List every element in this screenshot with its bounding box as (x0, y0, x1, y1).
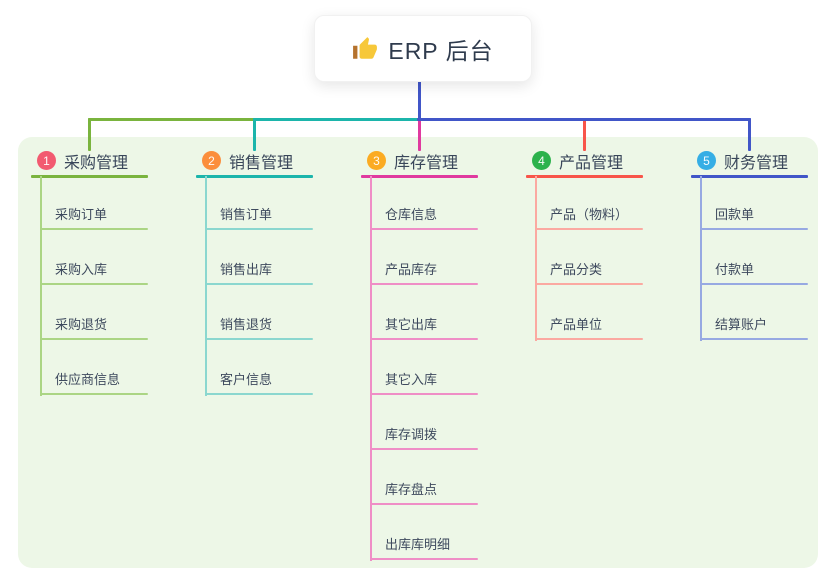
child-node[interactable]: 付款单 (700, 260, 808, 285)
branch-spine (205, 176, 207, 396)
child-node[interactable]: 产品单位 (535, 315, 643, 340)
child-node[interactable]: 销售出库 (205, 260, 313, 285)
branch-label: 产品管理 (559, 154, 624, 172)
child-underline (535, 338, 643, 340)
child-underline (370, 448, 478, 450)
child-underline (370, 338, 478, 340)
child-underline (40, 228, 148, 230)
child-node[interactable]: 采购退货 (40, 315, 148, 340)
child-underline (535, 283, 643, 285)
branch-product: 4 产品管理 产品（物料） 产品分类 产品单位 (526, 148, 643, 341)
child-node[interactable]: 采购订单 (40, 205, 148, 230)
connector-inventory-drop (418, 118, 421, 151)
child-underline (700, 228, 808, 230)
child-node[interactable]: 产品分类 (535, 260, 643, 285)
child-underline (370, 558, 478, 560)
child-underline (40, 393, 148, 395)
branch-label: 库存管理 (394, 154, 459, 172)
branch-finance: 5 财务管理 回款单 付款单 结算账户 (691, 148, 808, 341)
connector-product-drop (583, 118, 586, 151)
child-underline (205, 228, 313, 230)
branch-underline (526, 175, 643, 178)
connector-sales-drop (253, 118, 256, 151)
child-underline (205, 338, 313, 340)
branch-number-badge: 3 (367, 151, 386, 170)
root-node-label: ERP 后台 (388, 37, 494, 64)
branch-inventory-header[interactable]: 3 库存管理 (361, 148, 478, 173)
child-node[interactable]: 采购入库 (40, 260, 148, 285)
child-node[interactable]: 回款单 (700, 205, 808, 230)
child-underline (40, 338, 148, 340)
child-underline (535, 228, 643, 230)
child-node[interactable]: 其它入库 (370, 370, 478, 395)
child-underline (205, 393, 313, 395)
connector-purchase-drop (88, 118, 91, 151)
branch-sales-header[interactable]: 2 销售管理 (196, 148, 313, 173)
child-node[interactable]: 销售订单 (205, 205, 313, 230)
child-node[interactable]: 仓库信息 (370, 205, 478, 230)
branch-product-header[interactable]: 4 产品管理 (526, 148, 643, 173)
branch-number-badge: 1 (37, 151, 56, 170)
child-node[interactable]: 库存盘点 (370, 480, 478, 505)
child-underline (370, 283, 478, 285)
branch-spine (535, 176, 537, 341)
child-node[interactable]: 出库库明细 (370, 535, 478, 560)
child-node[interactable]: 产品库存 (370, 260, 478, 285)
branches-panel (18, 137, 818, 568)
child-underline (700, 338, 808, 340)
branch-underline (691, 175, 808, 178)
branch-underline (31, 175, 148, 178)
child-underline (370, 228, 478, 230)
child-underline (370, 503, 478, 505)
child-node[interactable]: 销售退货 (205, 315, 313, 340)
connector-sales-bus (253, 118, 420, 121)
branch-sales: 2 销售管理 销售订单 销售出库 销售退货 客户信息 (196, 148, 313, 396)
branch-inventory: 3 库存管理 仓库信息 产品库存 其它出库 其它入库 库存调拨 库存盘点 出库库… (361, 148, 478, 561)
branch-number-badge: 2 (202, 151, 221, 170)
connector-finance-bus (417, 118, 751, 121)
branch-finance-header[interactable]: 5 财务管理 (691, 148, 808, 173)
branch-purchase-header[interactable]: 1 采购管理 (31, 148, 148, 173)
child-node[interactable]: 结算账户 (700, 315, 808, 340)
root-stem-line (418, 80, 421, 121)
branch-purchase: 1 采购管理 采购订单 采购入库 采购退货 供应商信息 (31, 148, 148, 396)
child-underline (205, 283, 313, 285)
root-node[interactable]: ERP 后台 (314, 15, 532, 82)
child-node[interactable]: 客户信息 (205, 370, 313, 395)
child-node[interactable]: 库存调拨 (370, 425, 478, 450)
branch-underline (361, 175, 478, 178)
connector-finance-drop (748, 118, 751, 151)
child-underline (370, 393, 478, 395)
branch-spine (700, 176, 702, 341)
branch-spine (40, 176, 42, 396)
child-node[interactable]: 产品（物料） (535, 205, 643, 230)
branch-label: 销售管理 (229, 154, 294, 172)
child-underline (700, 283, 808, 285)
branch-spine (370, 176, 372, 561)
child-node[interactable]: 其它出库 (370, 315, 478, 340)
child-node[interactable]: 供应商信息 (40, 370, 148, 395)
branch-label: 财务管理 (724, 154, 789, 172)
branch-number-badge: 5 (697, 151, 716, 170)
child-underline (40, 283, 148, 285)
branch-underline (196, 175, 313, 178)
thumbs-up-icon (352, 36, 378, 62)
branch-label: 采购管理 (64, 154, 129, 172)
branch-number-badge: 4 (532, 151, 551, 170)
